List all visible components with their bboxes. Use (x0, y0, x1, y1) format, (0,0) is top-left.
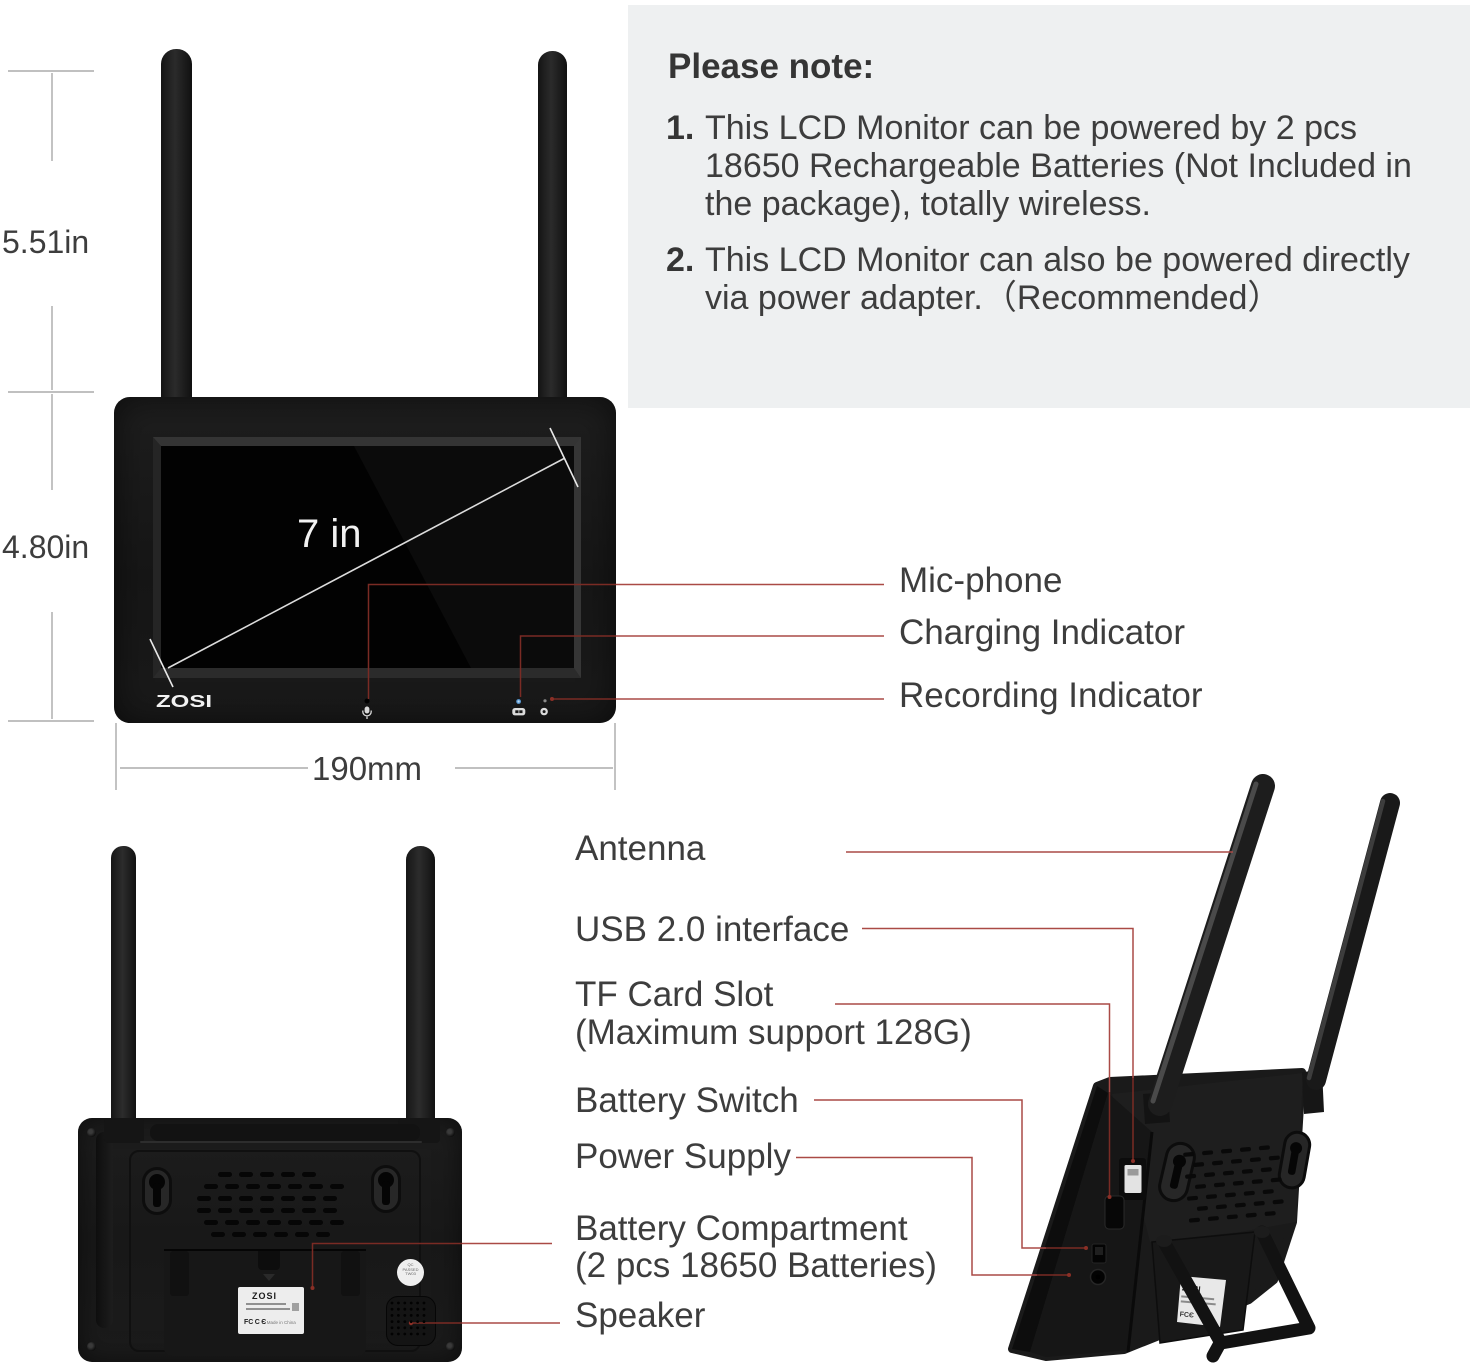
svg-text:7 in: 7 in (297, 512, 362, 556)
svg-text:TF Card Slot: TF Card Slot (575, 975, 774, 1014)
svg-text:2.: 2. (666, 241, 694, 279)
svg-text:190mm: 190mm (312, 750, 422, 787)
svg-text:Charging Indicator: Charging Indicator (899, 613, 1185, 652)
svg-text:Speaker: Speaker (575, 1296, 706, 1335)
svg-text:5.51in: 5.51in (2, 224, 89, 260)
svg-text:Battery Compartment: Battery Compartment (575, 1209, 908, 1248)
svg-text:the package), totally wireless: the package), totally wireless. (705, 185, 1151, 223)
svg-text:ZOSI: ZOSI (156, 692, 212, 711)
svg-text:Battery Switch: Battery Switch (575, 1081, 799, 1120)
svg-text:(2 pcs 18650 Batteries): (2 pcs 18650 Batteries) (575, 1246, 937, 1285)
svg-text:This LCD Monitor can also be p: This LCD Monitor can also be powered dir… (705, 241, 1410, 279)
svg-text:Antenna: Antenna (575, 829, 706, 868)
svg-text:FCЄ: FCЄ (1179, 1311, 1194, 1319)
svg-text:Mic-phone: Mic-phone (899, 561, 1062, 600)
svg-text:Recording Indicator: Recording Indicator (899, 676, 1203, 715)
svg-text:18650 Rechargeable Batteries (: 18650 Rechargeable Batteries (Not Includ… (705, 147, 1412, 185)
svg-text:(Maximum support 128G): (Maximum support 128G) (575, 1013, 972, 1052)
svg-text:USB 2.0 interface: USB 2.0 interface (575, 910, 849, 949)
svg-text:4.80in: 4.80in (2, 529, 89, 565)
svg-text:Please note:: Please note: (668, 47, 874, 86)
svg-text:Power Supply: Power Supply (575, 1137, 791, 1176)
svg-text:1.: 1. (666, 109, 694, 147)
svg-text:This LCD Monitor can be powere: This LCD Monitor can be powered by 2 pcs (705, 109, 1357, 147)
svg-text:via power adapter.（Recommended: via power adapter.（Recommended） (705, 279, 1281, 317)
